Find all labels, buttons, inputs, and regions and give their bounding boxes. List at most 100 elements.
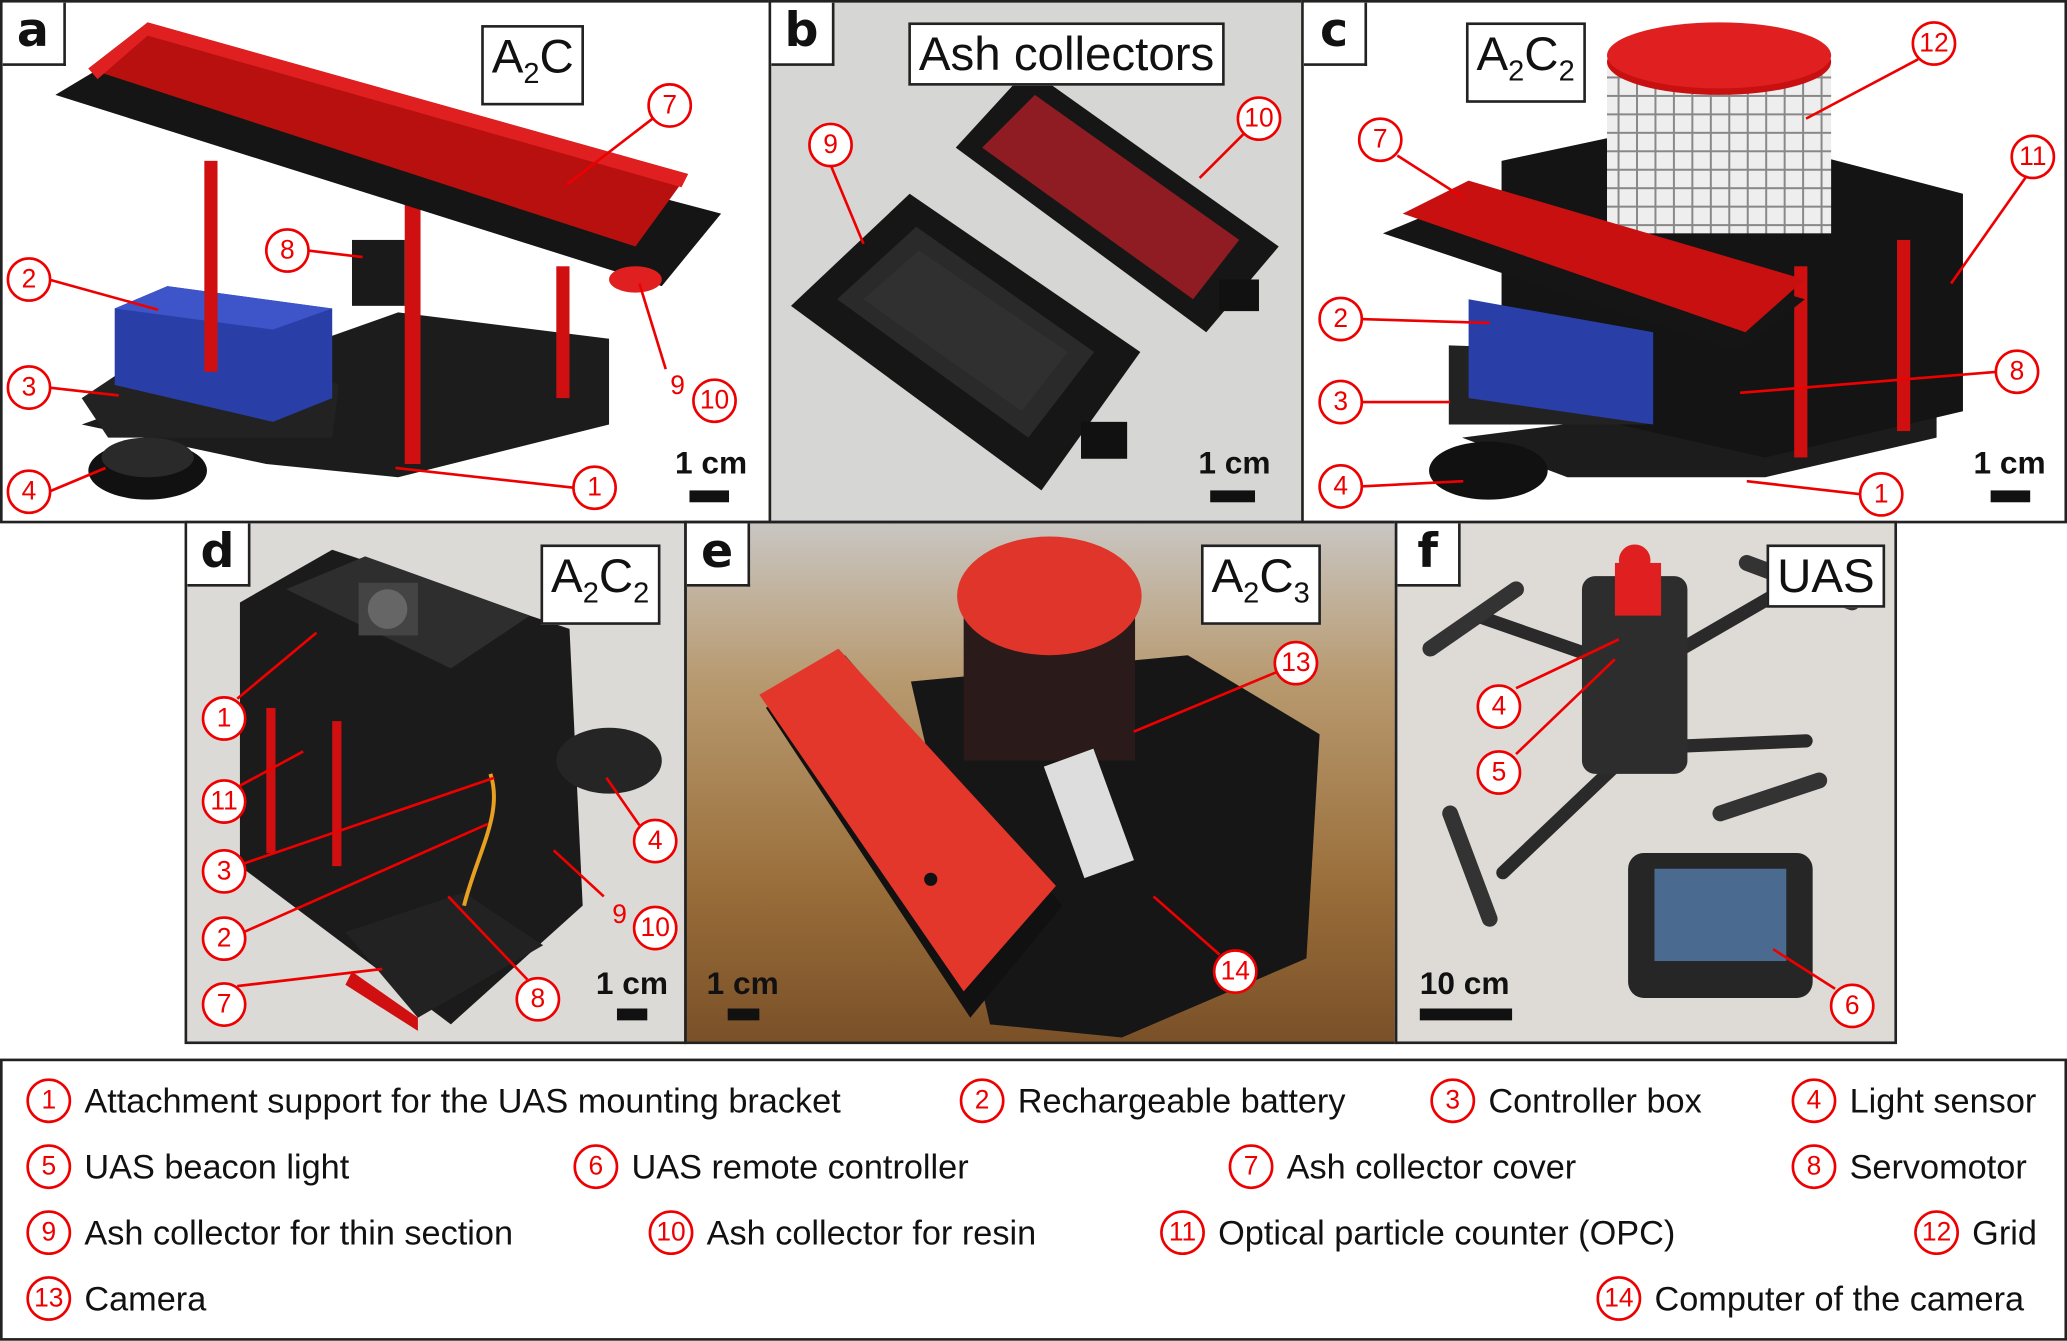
title-sub: 3 xyxy=(1293,576,1310,610)
title-text: C xyxy=(539,29,574,84)
panel-b: b Ash collectors 1 cm xyxy=(768,0,1304,524)
callout: 3 xyxy=(6,365,52,410)
scale-label: 1 cm xyxy=(1973,445,2046,482)
scale-bar xyxy=(616,1008,648,1021)
title-sub: 2 xyxy=(1508,54,1525,88)
callout: 1 xyxy=(572,465,617,511)
scale-label: 1 cm xyxy=(1198,445,1271,482)
callout: 4 xyxy=(1476,684,1522,730)
legend-label: Controller box xyxy=(1488,1080,1702,1120)
legend-label: Servomotor xyxy=(1849,1146,2027,1186)
legend-label: Computer of the camera xyxy=(1654,1278,2025,1318)
callout: 4 xyxy=(1318,464,1364,509)
scale-bar xyxy=(1210,490,1256,503)
title-text: A xyxy=(1476,26,1509,81)
callout: 9 xyxy=(808,122,853,168)
legend-number: 13 xyxy=(26,1276,72,1321)
legend-item: 6 UAS remote controller xyxy=(573,1144,969,1190)
legend-item: 10 Ash collector for resin xyxy=(648,1210,1037,1256)
legend-label: Attachment support for the UAS mounting … xyxy=(84,1080,841,1120)
legend-number: 4 xyxy=(1791,1078,1837,1124)
scale-bar xyxy=(689,490,730,503)
title-text: C xyxy=(1259,548,1294,603)
callout: 8 xyxy=(264,228,310,273)
panel-letter: c xyxy=(1303,2,1368,66)
cover xyxy=(759,648,1056,992)
ash-collectors-photo xyxy=(790,68,1279,491)
legend-item: 3 Controller box xyxy=(1430,1078,1702,1124)
panel-letter: a xyxy=(2,2,66,66)
title-sub: 2 xyxy=(1243,576,1260,610)
legend-number: 3 xyxy=(1430,1078,1476,1124)
panel-title: A2C2 xyxy=(1465,22,1586,103)
legend-label: Ash collector for thin section xyxy=(84,1212,514,1252)
callout: 3 xyxy=(201,848,247,894)
cover xyxy=(88,22,689,247)
legend-label: Rechargeable battery xyxy=(1017,1080,1346,1120)
legend-number: 8 xyxy=(1791,1144,1837,1190)
legend-label: Camera xyxy=(84,1278,207,1318)
callout: 7 xyxy=(647,83,693,128)
panel-letter: e xyxy=(686,523,751,587)
callout: 10 xyxy=(1236,96,1282,142)
callout: 6 xyxy=(1829,983,1875,1029)
title-text: A xyxy=(551,548,583,603)
legend-label: UAS remote controller xyxy=(631,1146,969,1186)
panel-d: d A2C2 1 cm xyxy=(184,520,687,1045)
title-sub: 2 xyxy=(633,576,650,610)
callout: 4 xyxy=(632,818,678,864)
callout: 13 xyxy=(1273,640,1319,686)
title-sub: 2 xyxy=(523,56,540,90)
scale-label: 1 cm xyxy=(706,966,779,1002)
callout: 5 xyxy=(1476,750,1522,795)
uas-photo xyxy=(1422,544,1861,998)
resin-collector xyxy=(982,94,1240,300)
a2c2-render xyxy=(1382,22,1963,500)
legend-number: 11 xyxy=(1160,1210,1205,1256)
callout: 2 xyxy=(6,257,52,302)
legend-label: Ash collector cover xyxy=(1286,1146,1577,1186)
legend-number: 7 xyxy=(1228,1144,1274,1190)
legend-label: Ash collector for resin xyxy=(706,1212,1037,1252)
legend-number: 5 xyxy=(26,1144,72,1190)
scale-label: 10 cm xyxy=(1419,966,1510,1002)
cover xyxy=(1402,180,1805,333)
title-sub: 2 xyxy=(1558,54,1575,88)
legend-item: 1 Attachment support for the UAS mounting… xyxy=(26,1078,841,1124)
callout: 14 xyxy=(1212,949,1258,994)
legend-item: 13 Camera xyxy=(26,1276,206,1321)
title-text: C xyxy=(598,548,634,603)
legend-number: 6 xyxy=(573,1144,619,1190)
a2c-render xyxy=(55,22,722,500)
scale-bar xyxy=(727,1008,760,1021)
legend-number: 10 xyxy=(648,1210,694,1256)
title-text: C xyxy=(1524,26,1559,81)
legend-number: 1 xyxy=(26,1078,72,1124)
legend-label: UAS beacon light xyxy=(84,1146,350,1186)
title-text: A xyxy=(1211,548,1244,603)
panel-title: A2C xyxy=(481,25,585,106)
panel-title: A2C3 xyxy=(1200,544,1321,625)
scale-bar xyxy=(1419,1008,1513,1021)
legend: 1 Attachment support for the UAS mounting… xyxy=(0,1058,2067,1341)
title-sub: 2 xyxy=(582,576,599,610)
scale-bar xyxy=(1990,490,2031,503)
callout: 7 xyxy=(1357,117,1403,163)
callout: 1 xyxy=(1858,471,1904,517)
panel-letter: f xyxy=(1397,523,1461,587)
title-text: A xyxy=(491,29,524,84)
panel-e: e A2C3 1 cm xyxy=(684,520,1398,1045)
legend-number: 14 xyxy=(1596,1276,1642,1321)
callout: 9 xyxy=(612,900,627,930)
panel-title: UAS xyxy=(1766,544,1886,608)
legend-number: 12 xyxy=(1914,1210,1959,1256)
callout: 1 xyxy=(201,696,247,741)
callout: 12 xyxy=(1911,21,1957,66)
a2c3-photo xyxy=(759,536,1320,1038)
panel-letter: d xyxy=(187,523,251,587)
legend-label: Light sensor xyxy=(1849,1080,2037,1120)
legend-number: 2 xyxy=(959,1078,1005,1124)
